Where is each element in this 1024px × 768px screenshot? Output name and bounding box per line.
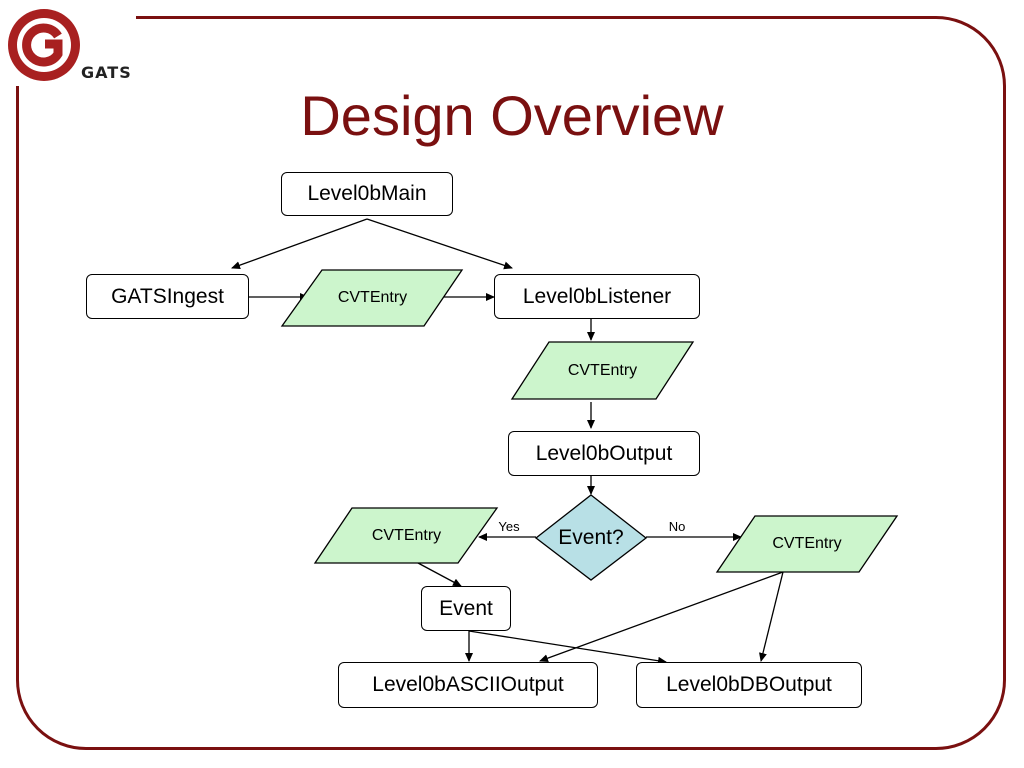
node-event-decision: Event? [558, 526, 624, 549]
node-gats-ingest: GATSIngest [86, 274, 249, 319]
edge-main-to-listener [366, 218, 513, 270]
edge-label-no: No [668, 518, 686, 534]
node-level0b-output: Level0bOutput [508, 431, 700, 476]
cvtentry-data-shape [313, 507, 499, 564]
node-level0b-listener: Level0bListener [494, 274, 700, 319]
logo-text: GATS [81, 63, 132, 82]
node-cvtentry-yes: CVTEntry [371, 526, 442, 544]
slide-frame [16, 16, 1006, 750]
cvtentry-data-shape [715, 515, 899, 573]
node-cvtentry-no: CVTEntry [772, 535, 842, 552]
node-event: Event [421, 586, 511, 631]
gats-logo-icon [8, 9, 80, 81]
decision-diamond-shape [534, 494, 648, 581]
node-cvtentry-ingest: CVTEntry [337, 289, 408, 306]
cvtentry-data-shape [280, 269, 464, 327]
node-level0b-main: Level0bMain [281, 172, 453, 216]
edge-cvtentry-no-to-db [759, 571, 784, 662]
node-cvtentry-listener: CVTEntry [567, 361, 638, 379]
node-level0b-ascii-output: Level0bASCIIOutput [338, 662, 598, 708]
edge-cvtentry-no-to-ascii [539, 571, 784, 663]
edge-cvtentry-to-event [417, 562, 462, 587]
edge-main-to-ingest [231, 218, 368, 270]
page-title: Design Overview [300, 84, 724, 147]
node-level0b-db-output: Level0bDBOutput [636, 662, 862, 708]
logo: GATS [0, 0, 136, 86]
cvtentry-data-shape [510, 341, 695, 400]
edge-event-to-db [468, 630, 667, 665]
edge-label-yes: Yes [498, 518, 520, 534]
